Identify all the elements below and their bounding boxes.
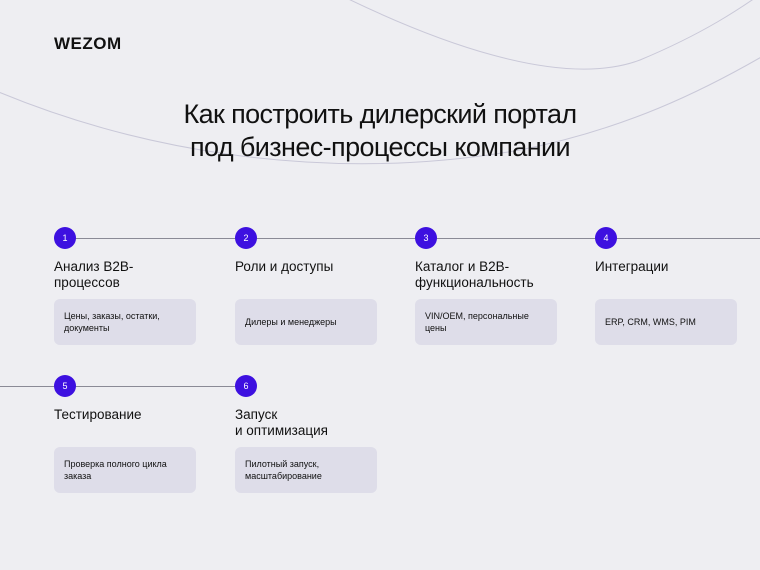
step-title: Интеграции [595, 259, 669, 274]
step-number-badge: 3 [415, 227, 437, 249]
step-title: Анализ B2B- процессов [54, 259, 134, 290]
step-number-badge: 1 [54, 227, 76, 249]
step-number-badge: 2 [235, 227, 257, 249]
step-number-badge: 6 [235, 375, 257, 397]
title-line-2: под бизнес-процессы компании [190, 132, 571, 162]
timeline-row-2 [0, 386, 247, 387]
step-title: Роли и доступы [235, 259, 334, 274]
page-title: Как построить дилерский портал под бизне… [0, 98, 760, 164]
step-description-card: Дилеры и менеджеры [235, 299, 377, 345]
step-description-card: Проверка полного цикла заказа [54, 447, 196, 493]
step-title: Запуск и оптимизация [235, 407, 328, 438]
wezom-logo: WEZOM [54, 34, 122, 53]
step-title: Каталог и B2B- функциональность [415, 259, 534, 290]
step-number-badge: 5 [54, 375, 76, 397]
step-description-card: VIN/OEM, персональные цены [415, 299, 557, 345]
step-description-card: ERP, CRM, WMS, PIM [595, 299, 737, 345]
step-title: Тестирование [54, 407, 142, 422]
step-description-card: Цены, заказы, остатки, документы [54, 299, 196, 345]
step-number-badge: 4 [595, 227, 617, 249]
title-line-1: Как построить дилерский портал [183, 99, 577, 129]
step-description-card: Пилотный запуск, масштабирование [235, 447, 377, 493]
timeline-row-1 [54, 238, 760, 239]
